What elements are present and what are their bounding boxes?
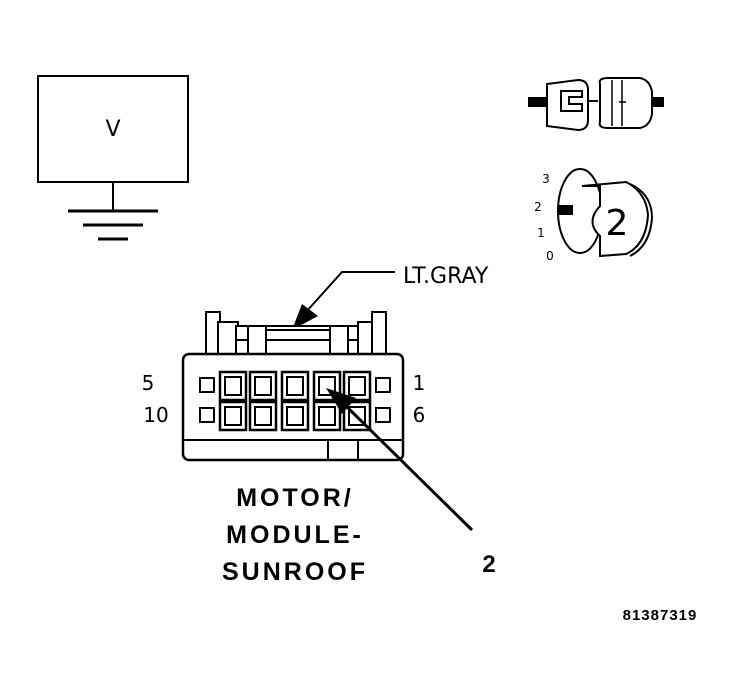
pin-cavity-inner [318,406,336,426]
pointer-pin-number: 2 [482,551,495,578]
small-cavity-right [375,407,391,423]
probe-selected-number: 2 [606,203,629,244]
pin-pointer: 2 [326,388,496,578]
pin-label-1: 1 [413,371,426,395]
pin-cavity-inner [348,376,366,396]
wire-color-callout: LT.GRAY [292,264,489,330]
connector-pair-icon [528,77,664,132]
probe-terminal-icon: 3 2 1 0 2 [534,168,654,263]
voltmeter: V [37,75,189,241]
connector-name-line-2: MODULE- [226,521,364,549]
connector-name-line-1: MOTOR/ [236,484,354,512]
wire-color-label: LT.GRAY [403,264,489,289]
probe-scale-0: 0 [546,249,554,263]
voltmeter-box [37,75,189,183]
pin-cavity-inner [286,376,304,396]
pin-label-6: 6 [413,403,426,427]
callout-arrowhead-icon [292,304,318,330]
pin-cavity-inner [224,406,242,426]
connector-name-line-3: SUNROOF [222,558,368,586]
pin-cavity-inner [224,376,242,396]
ground-symbol-icon [68,182,158,241]
small-cavity-left [199,377,215,393]
small-cavity-right [375,377,391,393]
small-cavity-left [199,407,215,423]
pin-cavity-grid [199,370,391,432]
voltmeter-label: V [105,117,120,142]
pin-cavity-inner [254,376,272,396]
pin-label-5: 5 [142,371,155,395]
pin-cavity-inner [286,406,304,426]
figure-id: 81387319 [623,607,698,624]
pin-cavity-inner [254,406,272,426]
probe-scale-1: 1 [537,226,545,240]
probe-scale-2: 2 [534,200,542,214]
probe-scale-3: 3 [542,172,550,186]
connector-name: MOTOR/ MODULE- SUNROOF [222,484,368,586]
pointer-arrowhead-icon [326,388,356,414]
pin-label-10: 10 [143,403,168,427]
